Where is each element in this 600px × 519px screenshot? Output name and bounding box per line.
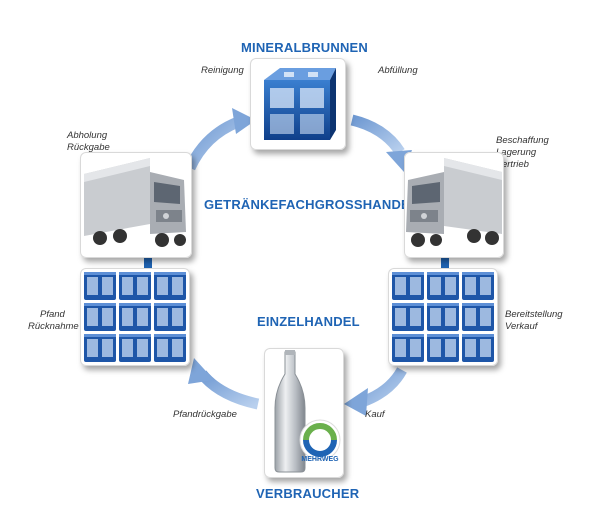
stack-right-crate [392, 272, 424, 300]
stack-left-crate [84, 334, 116, 362]
stack-left-crate [154, 303, 186, 331]
label-vertrieb: Vertrieb [496, 159, 529, 170]
connector-left [144, 258, 152, 272]
label-abholung: Abholung [67, 130, 108, 141]
stack-left-crate [119, 334, 151, 362]
stack-left-crate [119, 303, 151, 331]
station-title-verbraucher: VERBRAUCHER [256, 486, 360, 501]
mehrweg-logo-icon [299, 419, 341, 461]
crate-stack-right [388, 268, 498, 366]
stack-right-crate [392, 334, 424, 362]
station-title-getraenkefachgrosshandel: GETRÄNKEFACHGROSSHANDEL [204, 197, 419, 212]
label-kauf: Kauf [365, 409, 385, 420]
crate-stack-left [80, 268, 190, 366]
label-beschaffung: Beschaffung [496, 135, 549, 146]
stack-right-crate [462, 303, 494, 331]
bottle-card-verbraucher: MEHRWEG [264, 348, 344, 478]
arrow-right-top [350, 114, 412, 172]
stack-right-crate [392, 303, 424, 331]
label-rueckgabe: Rückgabe [67, 142, 110, 153]
bottle-image [274, 350, 306, 473]
label-verkauf: Verkauf [505, 321, 538, 332]
truck-card-right [404, 152, 504, 258]
truck-card-left [80, 152, 192, 258]
truck-icon-left [84, 158, 186, 247]
crate-image [264, 68, 336, 140]
stack-left-crate [84, 272, 116, 300]
crate-stack-left-image [84, 272, 186, 362]
mehrweg-logo-text: MEHRWEG [301, 456, 339, 463]
label-pfand: Pfand [40, 309, 65, 320]
crate-card-mineralbrunnen [250, 58, 346, 150]
stack-left-crate [119, 272, 151, 300]
label-pfandrueckgabe: Pfandrückgabe [173, 409, 237, 420]
arrow-right-bottom [344, 367, 407, 416]
label-ruecknahme: Rücknahme [28, 321, 79, 332]
arrow-left-top [184, 108, 256, 171]
truck-icon-right [406, 158, 502, 247]
stack-right-crate [427, 334, 459, 362]
arrow-left-bottom [188, 358, 260, 410]
stack-left-crate [154, 334, 186, 362]
stack-right-crate [462, 334, 494, 362]
station-title-mineralbrunnen: MINERALBRUNNEN [241, 40, 369, 55]
stack-right-crate [427, 272, 459, 300]
station-title-einzelhandel: EINZELHANDEL [257, 314, 360, 329]
stack-left-crate [84, 303, 116, 331]
stack-left-crate [154, 272, 186, 300]
stack-right-crate [427, 303, 459, 331]
label-reinigung: Reinigung [201, 65, 244, 76]
connector-right [441, 258, 449, 272]
mehrweg-logo [298, 418, 342, 462]
crate-stack-right-image [392, 272, 494, 362]
stack-right-crate [462, 272, 494, 300]
label-lagerung: Lagerung [496, 147, 537, 158]
label-abfuellung: Abfüllung [378, 65, 418, 76]
label-bereitstellung: Bereitstellung [505, 309, 563, 320]
